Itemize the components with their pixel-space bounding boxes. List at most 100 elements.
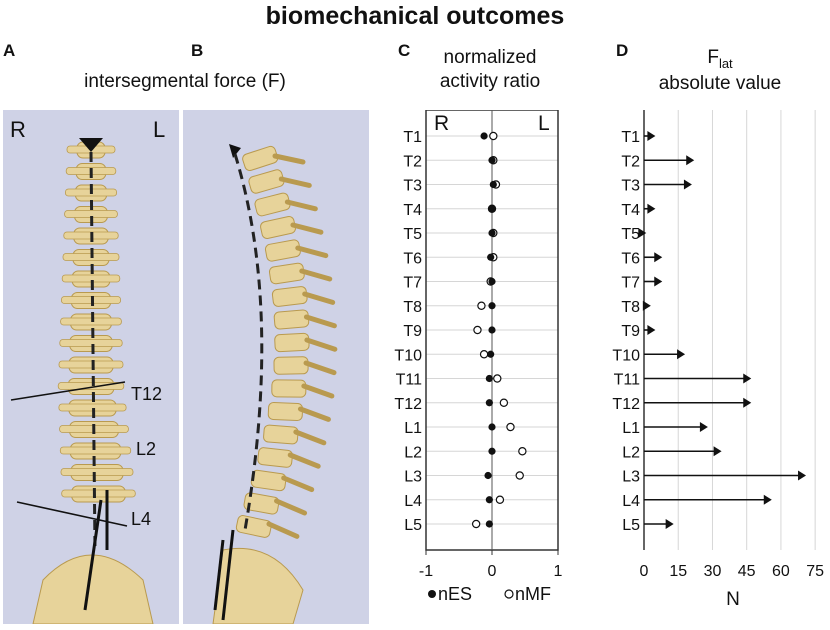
level-line-l4: [16, 501, 128, 527]
arrow-head: [699, 422, 708, 432]
level-line-t12: [10, 381, 126, 401]
spinous-process: [266, 521, 300, 539]
x-tick-label: 1: [554, 563, 563, 580]
vertebra: [248, 169, 285, 194]
spinous-process: [295, 245, 329, 259]
vertebra: [271, 379, 307, 398]
arrow-head: [647, 131, 656, 141]
category-label: T12: [612, 396, 640, 413]
arrow-head: [654, 252, 663, 263]
spinous-process: [304, 337, 338, 352]
point-nES: [485, 520, 493, 528]
point-nES: [488, 205, 496, 213]
point-nES: [488, 229, 496, 237]
panel-b-spine-illustration: [183, 110, 369, 624]
panel-letter-c: C: [398, 41, 411, 60]
vertebra: [243, 492, 280, 515]
vertebra: [274, 332, 310, 353]
annotation-t12: T12: [131, 384, 162, 404]
category-label: T8: [403, 299, 422, 316]
force-top-marker: [229, 144, 241, 158]
point-nMF: [493, 374, 502, 383]
category-label: L2: [404, 444, 422, 461]
point-nMF: [471, 519, 481, 529]
point-nES: [487, 253, 495, 261]
category-label: T3: [403, 178, 422, 195]
panel-c-title-line1: normalized: [443, 47, 537, 68]
annotation-l4: L4: [131, 509, 151, 529]
spinous-process: [284, 199, 318, 212]
arrow-head: [677, 349, 686, 360]
category-label: T4: [621, 202, 640, 219]
point-nMF: [477, 301, 486, 310]
side-label-l: L: [153, 117, 165, 142]
point-nMF: [473, 325, 482, 335]
point-nES: [480, 132, 488, 140]
arrow-head: [647, 203, 656, 214]
arrow-head: [683, 179, 692, 190]
force-line: [233, 153, 264, 531]
transverse-process: [59, 446, 132, 455]
transverse-process: [60, 317, 122, 326]
category-label: T8: [621, 299, 640, 316]
category-label: L1: [622, 420, 640, 437]
spinous-process: [302, 291, 336, 305]
legend-label-nES: nES: [438, 584, 472, 604]
panel-d-title-line1: Flat: [630, 46, 810, 76]
point-nES: [488, 326, 496, 334]
spinous-process: [293, 429, 327, 446]
category-label: T9: [403, 323, 422, 340]
category-label: T11: [614, 372, 640, 389]
arrow-head: [686, 155, 695, 166]
transverse-process: [60, 468, 134, 476]
spinous-process: [274, 498, 308, 516]
inner-label-r: R: [434, 112, 449, 135]
spinous-process: [272, 153, 306, 165]
arrow-head: [763, 494, 772, 505]
category-label: L3: [404, 469, 422, 486]
force-top-marker: [79, 138, 103, 152]
arrow-head: [743, 373, 752, 384]
point-nES: [488, 277, 496, 286]
arrow-head: [647, 325, 656, 335]
point-nES: [484, 471, 492, 480]
transverse-process: [61, 489, 136, 498]
force-arrow: [213, 539, 225, 611]
panel-a-title: intersegmental force (F): [84, 71, 286, 92]
x-tick-label: 45: [738, 563, 756, 580]
vertebra: [271, 286, 308, 307]
arrow-head: [713, 446, 722, 457]
arrow-head: [665, 519, 674, 529]
category-label: T12: [394, 396, 422, 413]
panel-letter-a: A: [3, 41, 16, 60]
spinous-process: [301, 383, 335, 399]
point-nES: [485, 496, 493, 504]
category-label: L3: [622, 469, 640, 486]
category-label: L5: [404, 517, 422, 534]
point-nES: [489, 180, 497, 189]
point-nES: [488, 302, 496, 310]
category-label: T1: [403, 129, 422, 146]
point-nMF: [506, 422, 515, 432]
category-label: T2: [621, 153, 640, 170]
category-label: T2: [403, 153, 422, 170]
point-nES: [485, 399, 493, 407]
vertebra: [257, 447, 293, 468]
arrow-head: [743, 397, 752, 408]
spinous-process: [287, 452, 321, 469]
spinous-process: [303, 314, 337, 329]
sacrum-pelvis: [32, 554, 154, 624]
point-nMF: [495, 495, 505, 504]
panel-letter-b: B: [191, 41, 204, 60]
panel-c-title-line2: activity ratio: [439, 71, 541, 92]
arrow-head: [654, 276, 663, 287]
spinous-process: [278, 176, 312, 188]
category-label: L5: [622, 517, 640, 534]
spine-lateral: [212, 144, 338, 624]
category-label: T1: [621, 129, 640, 146]
flat-symbol: F: [707, 47, 719, 68]
legend-marker-nES: [428, 590, 436, 598]
point-nES: [487, 350, 495, 358]
